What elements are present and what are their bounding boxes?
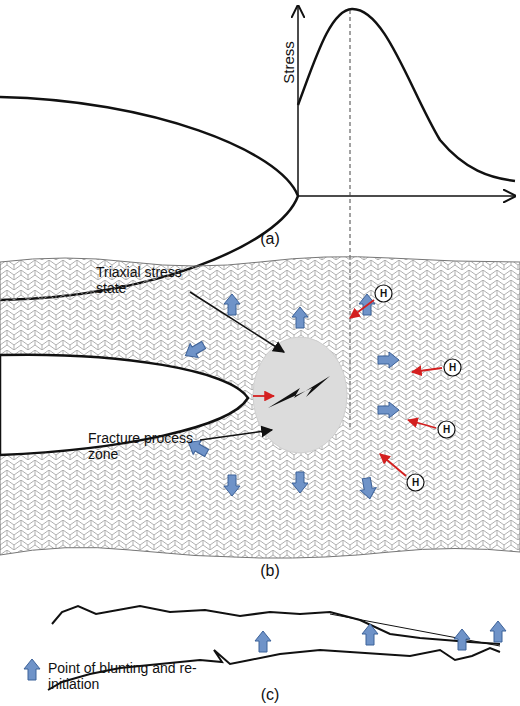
panel-label: (a) xyxy=(250,230,290,248)
h-circle: H xyxy=(374,284,393,303)
tension-arrow xyxy=(358,477,377,500)
blunting-arrow xyxy=(362,624,378,645)
node-text: H xyxy=(437,420,456,439)
red-arrow xyxy=(253,395,274,397)
tension-arrow xyxy=(224,475,240,496)
h-circle: H xyxy=(443,358,462,377)
tension-arrow xyxy=(378,402,399,418)
tension-arrow xyxy=(378,352,399,368)
process-zone xyxy=(253,337,347,453)
red-arrow xyxy=(380,454,406,476)
lightning-bolt xyxy=(268,376,330,408)
blunting-arrow xyxy=(490,621,506,642)
stress-curve xyxy=(298,9,515,181)
red-arrow xyxy=(412,368,442,372)
blunting-arrow xyxy=(24,659,40,680)
h-circle: H xyxy=(437,420,456,439)
axis-label: Stress xyxy=(280,33,297,93)
red-arrow xyxy=(350,300,374,318)
leader-line xyxy=(190,292,284,352)
node-text: H xyxy=(406,473,425,492)
blue-arrows xyxy=(181,294,399,500)
leader-line xyxy=(200,430,272,440)
crack-profile xyxy=(52,606,500,644)
x-axis xyxy=(298,195,515,197)
red-arrow xyxy=(408,420,436,428)
tension-arrow xyxy=(181,338,207,362)
node-text: H xyxy=(443,358,462,377)
h-circle: H xyxy=(406,473,425,492)
tension-arrow xyxy=(292,472,308,493)
rock-band xyxy=(0,257,520,558)
node-text: H xyxy=(374,284,393,303)
stress-plot xyxy=(0,6,515,300)
annotation: Triaxial stress state xyxy=(96,264,196,296)
panel-label: (c) xyxy=(250,686,290,704)
blunting-arrow xyxy=(255,631,271,652)
tension-arrow xyxy=(292,307,308,328)
annotation: Fracture process zone xyxy=(88,430,203,462)
panel-label: (b) xyxy=(250,562,290,580)
red-arrows xyxy=(253,300,442,476)
tension-arrow xyxy=(224,294,240,315)
blunting-arrow xyxy=(454,629,470,650)
crack-profile xyxy=(330,614,500,646)
annotation: Point of blunting and re-initiation xyxy=(48,660,198,692)
